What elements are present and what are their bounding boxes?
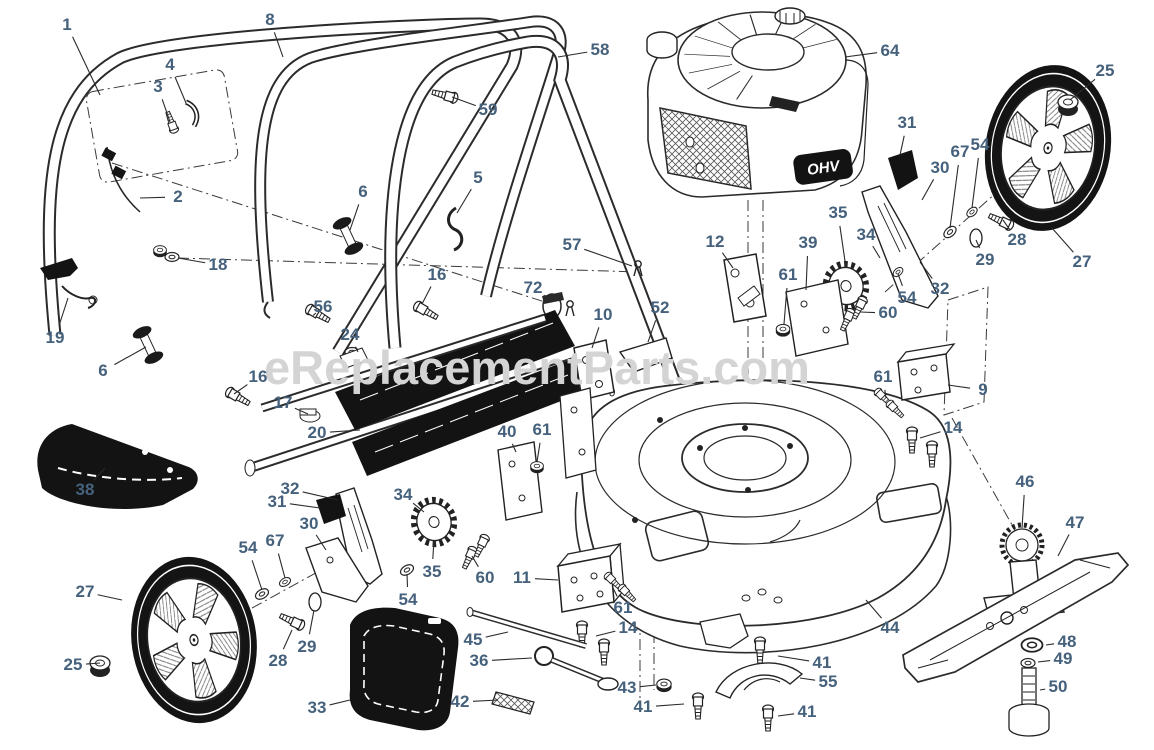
starter-handle-19: [40, 258, 98, 309]
engine: OHV: [646, 7, 869, 198]
grip-pad-31-rear: [888, 150, 918, 190]
mulch-cover-33: [349, 607, 459, 731]
grip-pad-31-front: [316, 494, 346, 524]
fuel-cap: [646, 31, 678, 59]
bracket-40: [497, 441, 544, 521]
primer-cap: [774, 7, 806, 25]
sector-gear-34-front: [410, 496, 458, 548]
deflector-38: [37, 424, 198, 509]
wheel-nut-25-front: [89, 655, 111, 677]
engine-badge: OHV: [793, 148, 853, 185]
handle-hardware: [40, 86, 643, 364]
blade-bolt-stack: [1008, 637, 1050, 737]
gusset-52: [618, 337, 673, 373]
adjuster-assembly-rear: [775, 150, 1016, 357]
recoil-fan: [677, 11, 847, 109]
guide-rod-assembly: [466, 607, 619, 715]
handle-bar-8: [254, 15, 567, 319]
handle-bracket-6-lower: [132, 326, 164, 364]
bracket-11: [556, 542, 639, 666]
engine-vent: [769, 96, 800, 112]
bracket-30-front: [305, 537, 369, 603]
cable-tie-5: [447, 206, 464, 252]
blade: [902, 552, 1130, 683]
bracket-9: [872, 343, 956, 468]
muffler: [659, 107, 752, 190]
bracket-39: [785, 279, 849, 357]
mower-deck: [559, 379, 952, 654]
wheel-nut-25-rear: [1057, 94, 1079, 116]
clutch-assembly: [656, 613, 804, 732]
engine-badge-text: OHV: [806, 157, 843, 179]
engine-bracket-12: [723, 253, 767, 323]
rake-assembly: [223, 299, 600, 477]
wheel-front: [131, 556, 257, 724]
handle-bracket-6-upper: [332, 217, 364, 255]
wheel-rear: [984, 65, 1112, 231]
pad-42: [491, 691, 535, 715]
